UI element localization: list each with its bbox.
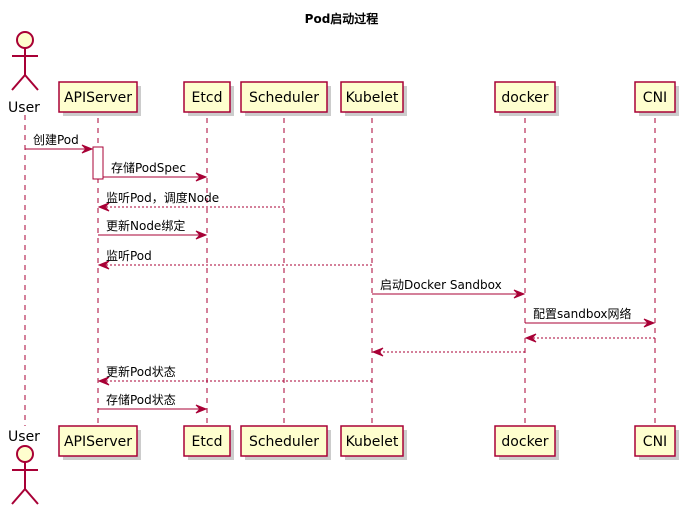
participant-label: Scheduler: [249, 90, 319, 106]
participant-docker-top: docker: [494, 81, 559, 116]
arrowhead: [97, 376, 110, 386]
participant-box: [58, 425, 138, 457]
participant-kubelet-top: Kubelet: [340, 81, 407, 116]
arrowhead: [643, 318, 656, 328]
message-label: 更新Pod状态: [106, 364, 176, 379]
participant-label: Kubelet: [346, 434, 399, 450]
message-6: 启动Docker Sandbox: [372, 278, 526, 299]
message-8: [524, 333, 655, 343]
participant-label: Kubelet: [346, 90, 399, 106]
participant-label: docker: [501, 90, 548, 106]
participants: UserUserAPIServerAPIServerEtcdEtcdSchedu…: [8, 31, 679, 505]
participant-label: User: [8, 429, 40, 445]
message-label: 存储Pod状态: [106, 392, 176, 407]
participant-etcd-bottom: Etcd: [183, 425, 234, 460]
participant-box: [634, 425, 676, 457]
participant-label: APIServer: [64, 90, 132, 106]
lifelines: [24, 115, 656, 426]
participant-label: Etcd: [192, 434, 223, 450]
participant-box: [340, 81, 404, 113]
actor-head-icon: [16, 445, 34, 463]
actor-head-icon: [16, 31, 34, 49]
activation-bars: [92, 146, 104, 180]
actor-body-icon: [11, 462, 39, 505]
message-label: 监听Pod: [106, 249, 152, 263]
message-11: 存储Pod状态: [98, 392, 208, 414]
message-label: 创建Pod: [33, 133, 79, 147]
participant-label: Scheduler: [249, 434, 319, 450]
message-1: 创建Pod: [25, 133, 94, 154]
message-3: 监听Pod，调度Node: [97, 190, 284, 212]
message-label: 监听Pod，调度Node: [106, 190, 219, 205]
participant-label: CNI: [643, 90, 667, 106]
participant-box: [183, 425, 231, 457]
participant-label: CNI: [643, 434, 667, 450]
diagram-title: Pod启动过程: [305, 11, 379, 26]
message-label: 存储PodSpec: [111, 160, 186, 175]
message-7: 配置sandbox网络: [525, 306, 656, 328]
participant-box: [494, 425, 556, 457]
actor-user-top: [11, 31, 39, 91]
message-label: 配置sandbox网络: [533, 306, 632, 321]
arrowhead: [97, 202, 110, 212]
participant-apiserver-top: APIServer: [58, 81, 141, 116]
actor-user-bottom: [11, 445, 39, 505]
arrowhead: [371, 347, 384, 357]
message-4: 更新Node绑定: [98, 218, 208, 240]
participant-scheduler-top: Scheduler: [240, 81, 331, 116]
message-label: 启动Docker Sandbox: [380, 278, 502, 292]
arrowhead: [81, 144, 94, 154]
participant-label: Etcd: [192, 90, 223, 106]
participant-box: [340, 425, 404, 457]
participant-box: [240, 81, 328, 113]
participant-box: [240, 425, 328, 457]
participant-box: [58, 81, 138, 113]
participant-cni-bottom: CNI: [634, 425, 679, 460]
participant-etcd-top: Etcd: [183, 81, 234, 116]
participant-scheduler-bottom: Scheduler: [240, 425, 331, 460]
message-label: 更新Node绑定: [106, 218, 185, 233]
arrowhead: [195, 230, 208, 240]
activation-apiserver: [92, 146, 104, 180]
participant-label: User: [8, 100, 40, 116]
participant-cni-top: CNI: [634, 81, 679, 116]
participant-label: APIServer: [64, 434, 132, 450]
message-5: 监听Pod: [97, 249, 372, 270]
arrowhead: [195, 172, 208, 182]
message-10: 更新Pod状态: [97, 364, 372, 386]
participant-box: [634, 81, 676, 113]
participant-docker-bottom: docker: [494, 425, 559, 460]
participant-apiserver-bottom: APIServer: [58, 425, 141, 460]
actor-body-icon: [11, 48, 39, 91]
participant-kubelet-bottom: Kubelet: [340, 425, 407, 460]
participant-label: docker: [501, 434, 548, 450]
participant-box: [494, 81, 556, 113]
arrowhead: [524, 333, 537, 343]
message-2: 存储PodSpec: [103, 160, 208, 182]
arrowhead: [513, 289, 526, 299]
arrowhead: [195, 404, 208, 414]
participant-box: [183, 81, 231, 113]
message-9: [371, 347, 525, 357]
arrowhead: [97, 260, 110, 270]
